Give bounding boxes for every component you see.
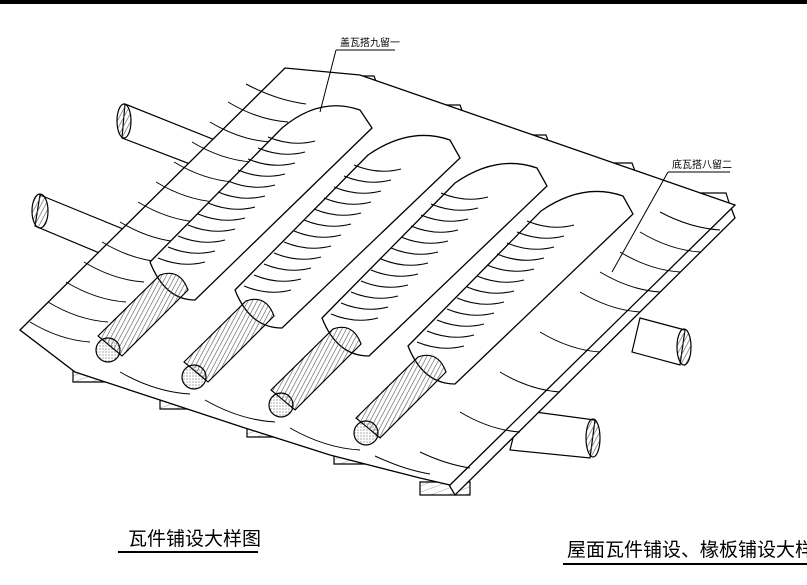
leader-lines [319,49,730,273]
caption-roof-underline [563,563,807,565]
label-bottom-tile: 底瓦搭八留二 [672,158,732,171]
cover-tile-ribs [157,136,575,349]
eave-rod-2-end [181,364,207,390]
caption-detail-underline [118,551,258,553]
eave-rods [95,272,447,446]
eave-rod-3-end [268,392,294,418]
bottom-tile-courses [29,83,721,475]
caption-roof: 屋面瓦件铺设、椽板铺设大样图 [567,539,807,561]
eave-rod-2 [183,298,275,383]
caption-detail: 瓦件铺设大样图 [128,528,262,550]
purlin-lower [509,409,601,459]
label-cover-tile: 盖瓦搭九留一 [340,36,400,49]
eave-rod-4-end [353,420,379,446]
cover-tile-ridges [149,105,634,385]
eave-rod-3 [270,326,362,411]
frame-border-top [0,0,807,4]
eave-rod-4 [355,354,447,439]
eave-rod-1-end [95,337,121,363]
eave-rod-1 [97,272,189,357]
